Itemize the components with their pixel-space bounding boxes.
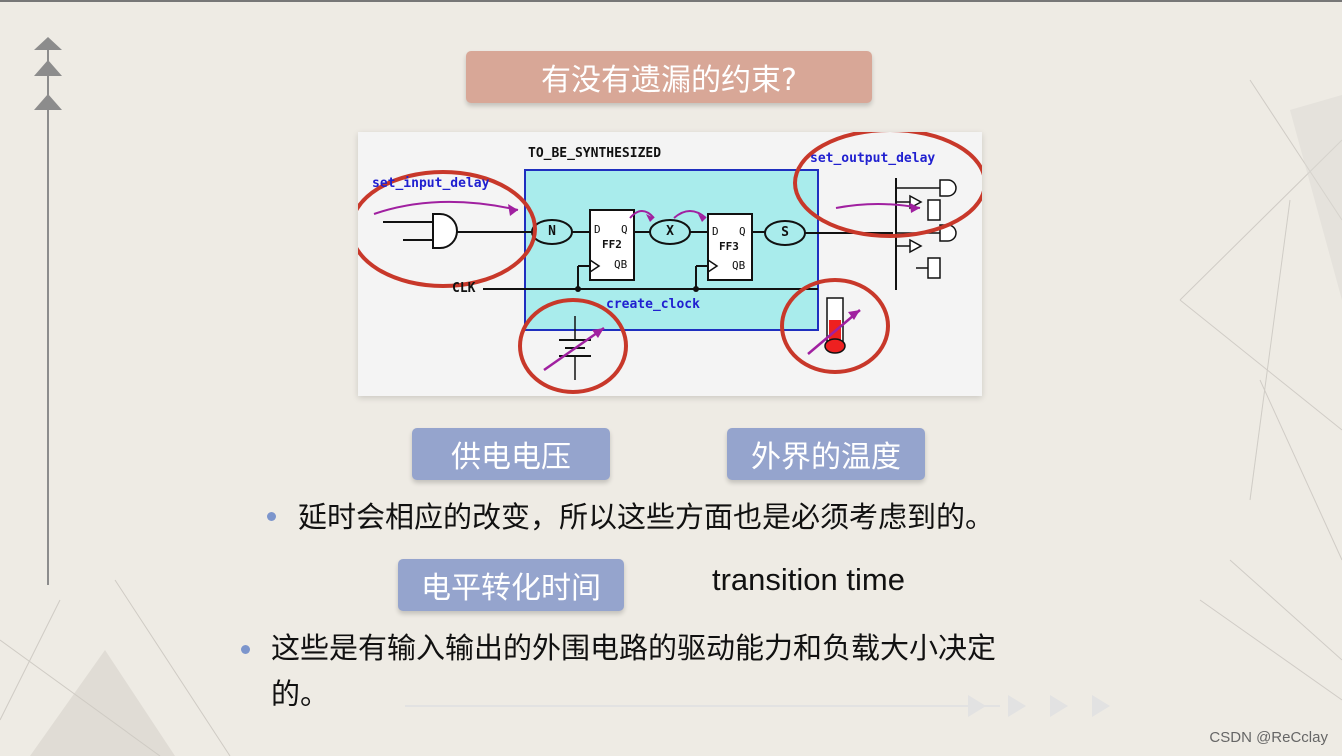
- ff2-box: [589, 209, 635, 281]
- right-arrow-icon: [1050, 695, 1068, 717]
- input-delay-label: set_input_delay: [372, 176, 490, 191]
- arrow-icon: [508, 204, 518, 216]
- ff2-q: Q: [621, 223, 628, 236]
- and-gate-icon: [939, 179, 957, 197]
- watermark: CSDN @ReCclay: [1209, 729, 1328, 746]
- ff3-qb: QB: [732, 259, 746, 272]
- right-arrow-icon: [1008, 695, 1026, 717]
- voltage-circle: [518, 298, 628, 394]
- ff3-name: FF3: [719, 240, 739, 253]
- voltage-tag: 供电电压: [412, 428, 610, 480]
- decor-shape: [1290, 95, 1342, 300]
- top-border: [0, 0, 1342, 2]
- right-arrow-icon: [1092, 695, 1110, 717]
- bullet-dot: [267, 512, 276, 521]
- decor-triangle: [30, 650, 175, 756]
- ff-small-icon: [927, 257, 941, 279]
- and-gate-icon: [432, 213, 458, 249]
- block-label: TO_BE_SYNTHESIZED: [528, 146, 662, 161]
- node-n-label: N: [548, 224, 556, 239]
- ff-small-icon: [927, 199, 941, 221]
- bullet-1: 延时会相应的改变，所以这些方面也是必须考虑到的。: [298, 500, 995, 534]
- ff2-name: FF2: [602, 238, 622, 251]
- ff2-d: D: [594, 223, 601, 236]
- transition-tag: 电平转化时间: [398, 559, 624, 611]
- clk-label: CLK: [452, 281, 476, 296]
- decor-lines-left: [0, 579, 231, 756]
- bullet-dot: [241, 645, 250, 654]
- ff3-box: [707, 213, 753, 281]
- output-delay-circle: [793, 132, 982, 238]
- bullet-2-cont: 的。: [271, 677, 330, 711]
- up-arrow-icon: [34, 94, 62, 110]
- right-arrow-icon: [968, 695, 986, 717]
- node-s-label: S: [781, 225, 789, 240]
- synth-block: [524, 169, 819, 331]
- temperature-tag: 外界的温度: [727, 428, 925, 480]
- ff2-qb: QB: [614, 258, 628, 271]
- battery-variable-icon: [543, 326, 605, 372]
- circuit-svg: [358, 132, 982, 394]
- circuit-diagram: TO_BE_SYNTHESIZED set_input_delay set_ou…: [358, 132, 982, 396]
- up-arrow-icon: [34, 60, 62, 76]
- transition-en: transition time: [712, 562, 905, 597]
- clock-label: create_clock: [606, 297, 700, 312]
- thermometer-icon: [824, 338, 846, 354]
- node-x-label: X: [666, 224, 674, 239]
- input-delay-circle: [358, 170, 537, 288]
- ff3-q: Q: [739, 225, 746, 238]
- temperature-circle: [780, 278, 890, 374]
- ff3-d: D: [712, 225, 719, 238]
- bullet-2: 这些是有输入输出的外围电路的驱动能力和负载大小决定: [271, 631, 997, 665]
- output-delay-label: set_output_delay: [810, 151, 936, 166]
- slide-title: 有没有遗漏的约束?: [466, 51, 872, 103]
- buffer-icon: [909, 238, 923, 254]
- up-arrow-icon: [34, 37, 62, 50]
